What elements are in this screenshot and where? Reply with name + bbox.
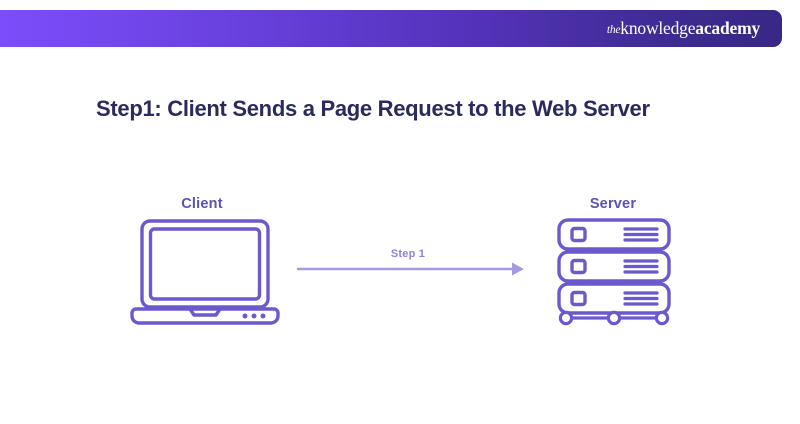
server-unit-2 xyxy=(557,250,671,283)
client-node-label: Client xyxy=(181,196,223,212)
server-network-connector xyxy=(558,310,670,326)
server-unit-1 xyxy=(557,218,671,251)
edge-step1-label: Step 1 xyxy=(390,248,426,260)
laptop-icon xyxy=(130,219,280,325)
server-unit-3 xyxy=(557,282,671,315)
server-node-label: Server xyxy=(589,196,637,212)
logo-academy-text: academy xyxy=(695,17,760,38)
header-bar: theknowledgeacademy xyxy=(0,10,782,47)
laptop-indicator-dots xyxy=(242,313,266,319)
step1-arrow xyxy=(296,262,524,276)
server-stack-icon xyxy=(557,218,671,326)
page-title: Step1: Client Sends a Page Request to th… xyxy=(96,96,650,121)
brand-logo: theknowledgeacademy xyxy=(606,17,760,38)
logo-knowledge-text: knowledge xyxy=(620,17,696,38)
logo-the-text: the xyxy=(606,23,621,36)
